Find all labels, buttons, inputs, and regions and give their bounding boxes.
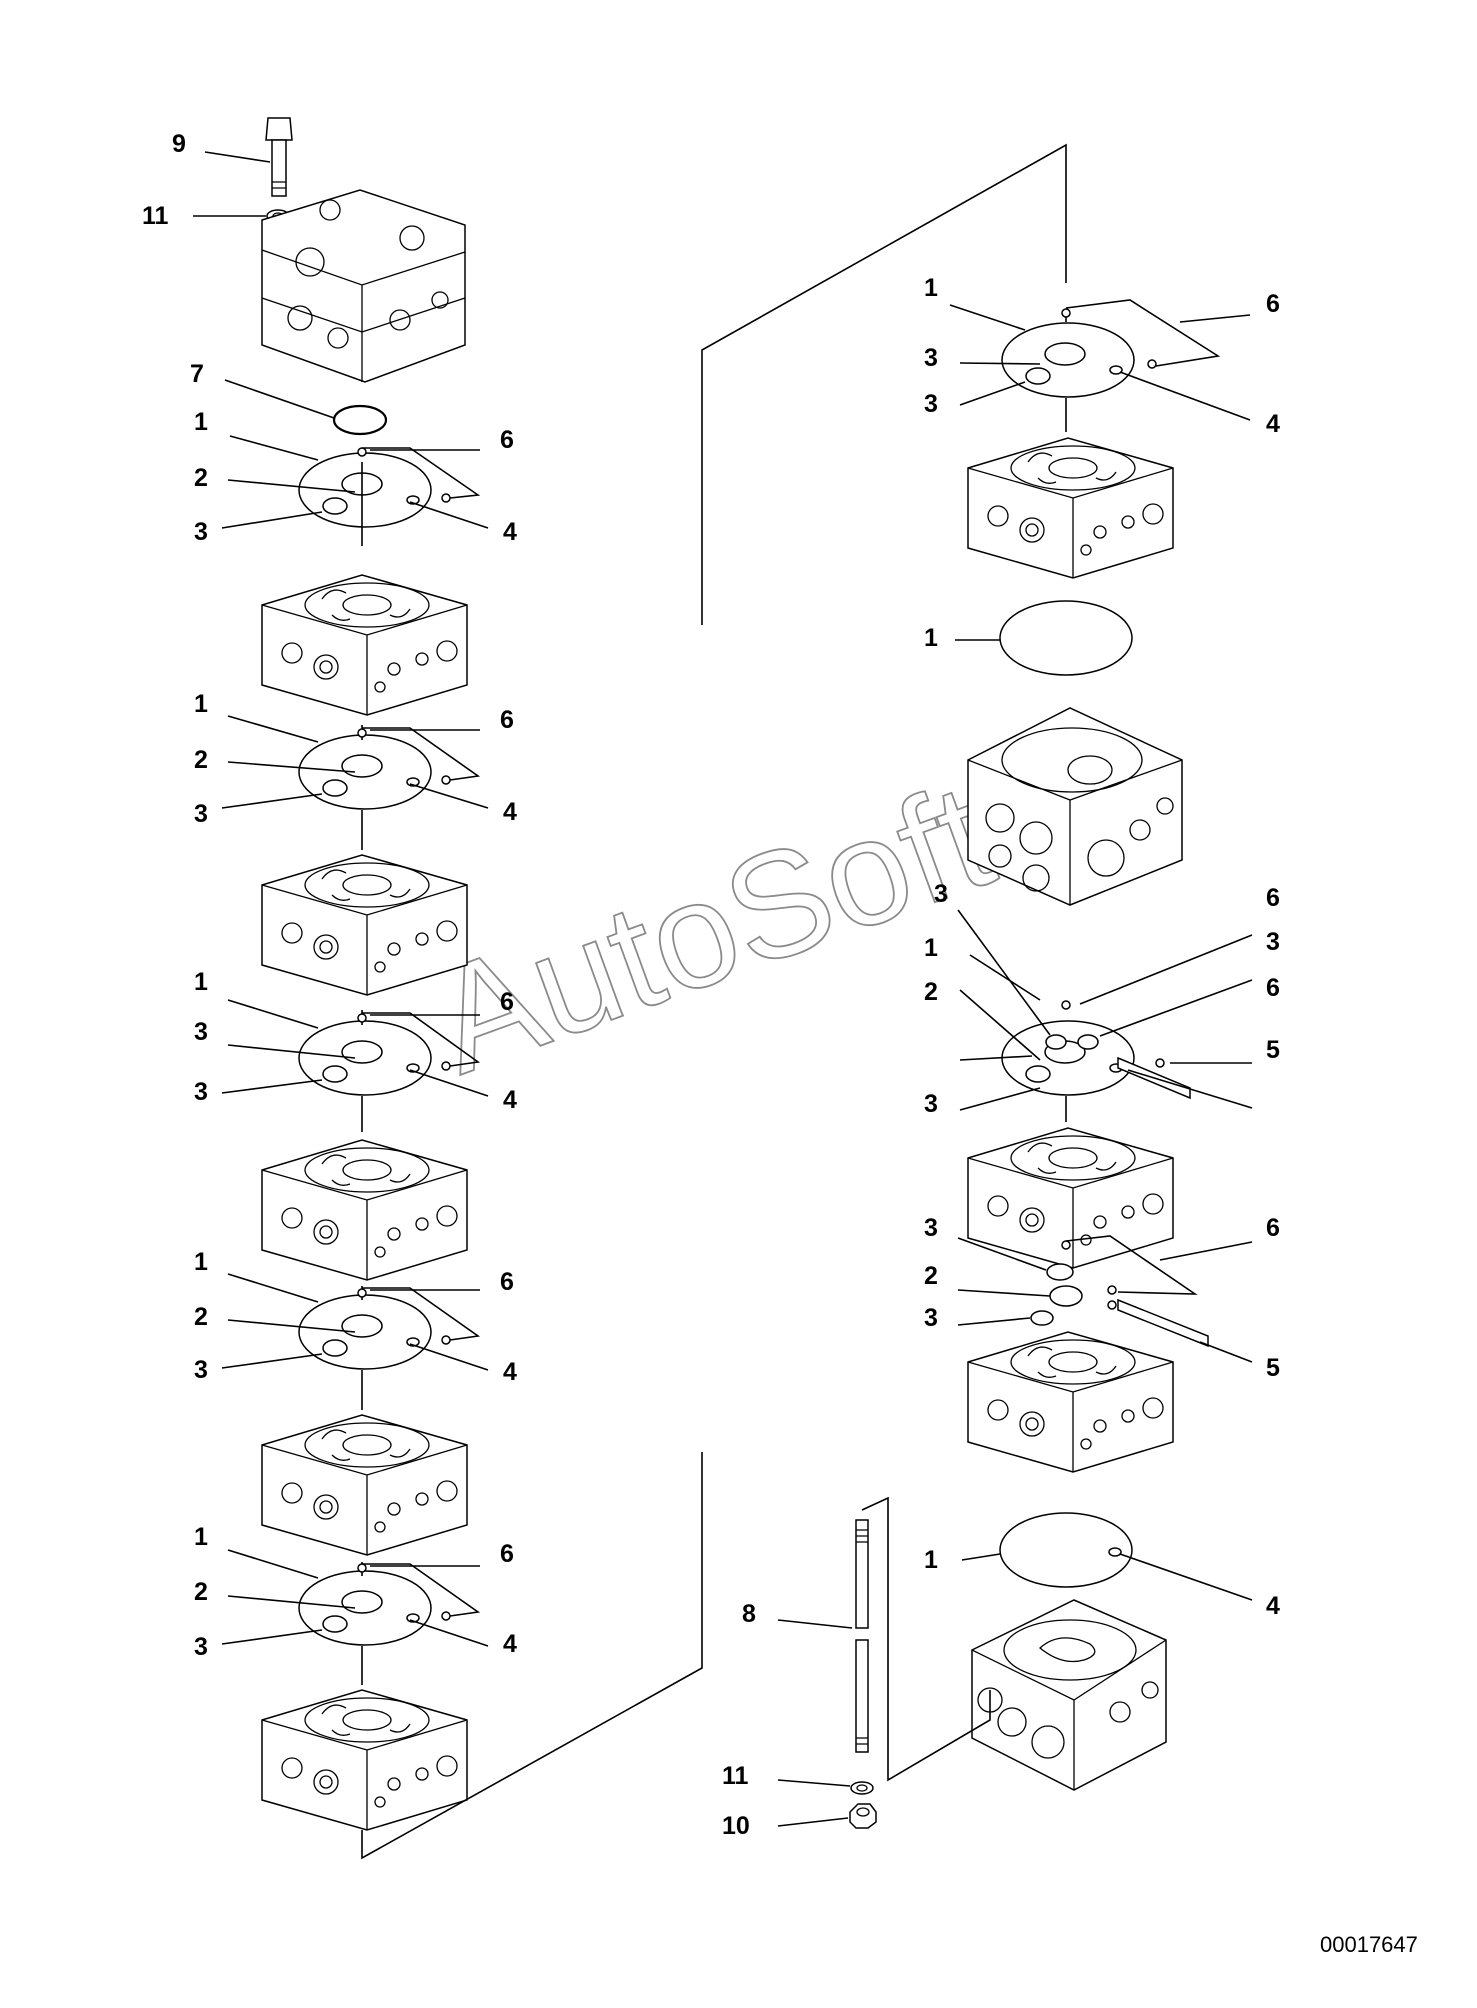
callout-label: 3 — [194, 1018, 208, 1046]
callout-label: 3 — [924, 390, 938, 418]
callout-label: 4 — [503, 1358, 517, 1386]
large-valve-block — [967, 707, 1183, 906]
callout-label: 6 — [1266, 974, 1280, 1002]
valve-section-block — [261, 1689, 468, 1831]
loose-seal-parts — [1030, 1235, 1209, 1348]
callout-label: 2 — [194, 1578, 208, 1606]
callout-label: 6 — [1266, 884, 1280, 912]
callout-label: 8 — [742, 1600, 756, 1628]
callout-label: 3 — [194, 1633, 208, 1661]
callout-label: 3 — [194, 800, 208, 828]
callout-label: 3 — [1266, 928, 1280, 956]
callout-label: 1 — [194, 690, 208, 718]
callout-label: 3 — [194, 1356, 208, 1384]
callout-label: 11 — [142, 202, 169, 230]
callout-label: 6 — [500, 988, 514, 1016]
callout-label: 1 — [194, 408, 208, 436]
valve-section-block — [261, 854, 468, 996]
callout-label: 1 — [924, 1546, 938, 1574]
tie-rod-part — [855, 1519, 869, 1753]
callout-label: 4 — [503, 1630, 517, 1658]
gasket-plate — [298, 1570, 432, 1646]
callout-label: 4 — [503, 798, 517, 826]
callout-label: 1 — [194, 1523, 208, 1551]
callout-label: 9 — [172, 130, 186, 158]
gasket-plate — [298, 1294, 432, 1370]
washer-part — [850, 1781, 874, 1795]
callout-label: 2 — [194, 1303, 208, 1331]
valve-section-block — [967, 1331, 1174, 1473]
callout-label: 6 — [500, 1268, 514, 1296]
callout-label: 1 — [924, 274, 938, 302]
callout-label: 6 — [1266, 290, 1280, 318]
callout-label: 7 — [190, 360, 204, 388]
callout-label: 6 — [500, 426, 514, 454]
callout-label: 2 — [924, 978, 938, 1006]
valve-section-block — [261, 1414, 468, 1556]
callout-label: 4 — [503, 518, 517, 546]
gasket-plate — [999, 1512, 1133, 1588]
callout-label: 6 — [500, 706, 514, 734]
callout-label: 3 — [194, 1078, 208, 1106]
valve-section-block — [967, 437, 1174, 579]
assembly-connector-line — [361, 1452, 703, 1860]
callout-label: 2 — [924, 1262, 938, 1290]
callout-label: 3 — [194, 518, 208, 546]
valve-section-block — [261, 574, 468, 716]
callout-label: 11 — [722, 1762, 749, 1790]
callout-label: 3 — [924, 1090, 938, 1118]
callout-label: 6 — [1266, 1214, 1280, 1242]
gasket-plate — [999, 600, 1133, 676]
callout-label: 2 — [194, 746, 208, 774]
callout-label: 1 — [924, 624, 938, 652]
callout-label: 1 — [194, 968, 208, 996]
callout-label: 5 — [1266, 1354, 1280, 1382]
callout-label: 2 — [194, 464, 208, 492]
callout-label: 10 — [722, 1812, 750, 1840]
callout-label: 3 — [924, 1214, 938, 1242]
gasket-plate — [1001, 1020, 1135, 1096]
bolt-part — [265, 117, 293, 197]
gasket-plate — [298, 1020, 432, 1096]
callout-label: 3 — [924, 1304, 938, 1332]
top-valve-block — [261, 189, 466, 383]
assembly-connector-line — [701, 143, 1067, 625]
gasket-plate — [298, 734, 432, 810]
callout-label: 5 — [1266, 1036, 1280, 1064]
callout-label: 4 — [1266, 1592, 1280, 1620]
callout-label: 1 — [194, 1248, 208, 1276]
callout-label: 4 — [1266, 410, 1280, 438]
valve-section-block — [261, 1139, 468, 1281]
callout-label: 4 — [503, 1086, 517, 1114]
callout-label: 3 — [934, 880, 948, 908]
gasket-plate — [298, 452, 432, 528]
end-valve-block — [971, 1599, 1167, 1791]
drawing-number: 00017647 — [1320, 1932, 1418, 1957]
callout-label: 1 — [924, 934, 938, 962]
gasket-plate — [1001, 322, 1135, 398]
callout-label: 3 — [924, 344, 938, 372]
callout-label: 6 — [500, 1540, 514, 1568]
assembly-connector-line — [861, 1496, 991, 1782]
valve-section-block — [967, 1127, 1174, 1269]
o-ring-part — [332, 404, 388, 436]
